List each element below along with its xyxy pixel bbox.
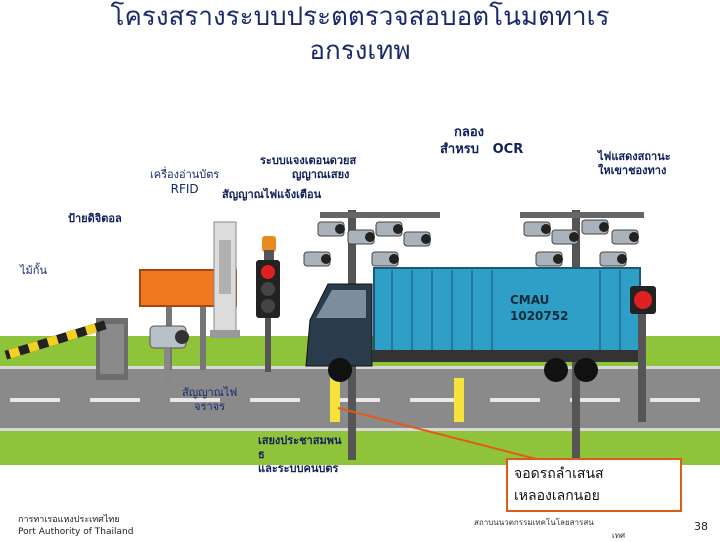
label-barrier: ไม้กั้น xyxy=(20,264,47,277)
rfid-reader-icon xyxy=(210,221,240,338)
label-sound-alert: ระบบแจงเตอนดวยส ญญาณเสยง xyxy=(260,154,357,181)
barrier-icon xyxy=(4,318,128,380)
container-body xyxy=(373,267,641,355)
stop-line-left xyxy=(330,378,340,422)
title-line-2: อกรงเทพ xyxy=(309,36,411,66)
road-edge-top xyxy=(0,366,720,369)
container-code: CMAU 1020752 xyxy=(510,293,569,323)
label-intercom: เสยงประชาสมพน ธ และระบบคนบตร xyxy=(258,434,342,475)
truck-window xyxy=(316,290,366,318)
ocr-camera-group-right xyxy=(520,212,644,267)
label-traffic-light: สัญญาณไฟ จราจร xyxy=(182,386,238,413)
warning-light-icon xyxy=(262,236,276,260)
label-status-light: ไฟแสดงสถานะ ใหเขาชองทาง xyxy=(598,150,671,177)
traffic-light-icon xyxy=(256,260,280,372)
page-title: โครงสรางระบบประตตรวจสอบอตโนมตทาเร อกรงเท… xyxy=(0,0,720,68)
label-sign-board: ป้ายดิจิตอล xyxy=(68,212,122,225)
label-ocr-camera: กลอง สำหรบ OCR xyxy=(440,125,524,157)
title-line-1: โครงสรางระบบประตตรวจสอบอตโนมตทาเร xyxy=(110,2,610,32)
status-light-icon xyxy=(630,286,656,422)
wheel-front xyxy=(328,358,352,382)
footer-org: การทาเรอแหงประเทศไทย Port Authority of T… xyxy=(18,515,134,537)
wheel-rear-2 xyxy=(574,358,598,382)
truck-icon xyxy=(305,267,644,382)
label-warning-light: สัญญาณไฟแจ้งเตือน xyxy=(222,188,322,201)
wheel-rear-1 xyxy=(544,358,568,382)
label-rfid: เครื่องอ่านบัตร RFID xyxy=(150,168,220,196)
container-ribs xyxy=(391,270,621,352)
ocr-camera-group-left xyxy=(303,212,440,267)
callout-box: จอดรถลำเสนส เหลองเลกนอย xyxy=(506,458,682,512)
stop-line-right xyxy=(454,378,464,422)
page-number: 38 xyxy=(694,520,708,533)
footer-institute: สถาบนนวตกรรมเทคโนโลยสารสน เทศ xyxy=(474,518,626,540)
callout-pointer xyxy=(337,407,541,461)
truck-chassis xyxy=(372,350,644,362)
road-edge-bottom xyxy=(0,428,720,431)
camera-icon xyxy=(149,325,189,388)
